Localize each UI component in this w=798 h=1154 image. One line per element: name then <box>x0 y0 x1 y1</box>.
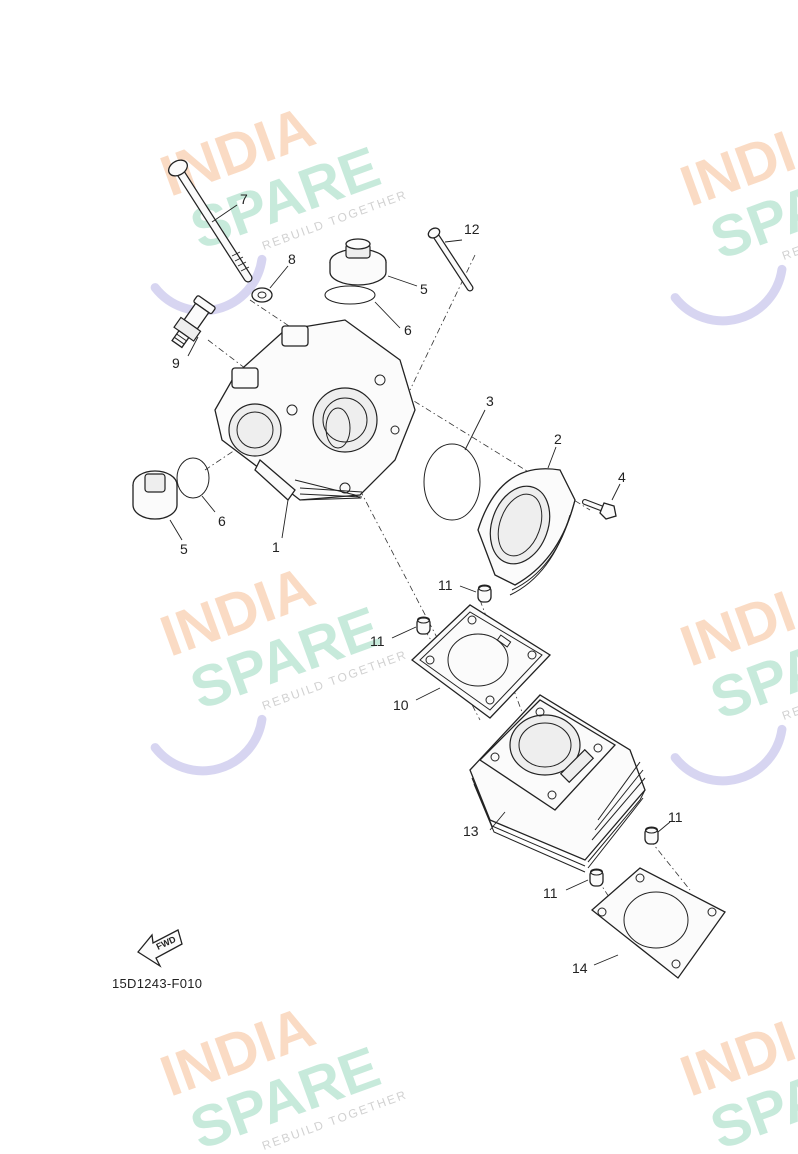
head-gasket-part-10 <box>410 604 552 719</box>
side-cover-part-2 <box>477 468 576 596</box>
o-ring-part-3 <box>423 443 481 521</box>
callout-13: 13 <box>463 823 479 839</box>
bolt-part-4 <box>582 499 617 520</box>
callout-6-top: 6 <box>404 322 412 338</box>
dowel-pin-part-11 <box>477 584 492 603</box>
o-ring-part-6-left <box>176 457 210 499</box>
dowel-pin-part-11 <box>589 868 604 887</box>
callout-11-c: 11 <box>668 809 683 825</box>
callout-1: 1 <box>272 539 280 555</box>
callout-11-d: 11 <box>543 885 558 901</box>
callout-5-top: 5 <box>420 281 428 297</box>
forward-direction-icon: FWD <box>137 929 183 968</box>
watermark-logo: INDIA SPARE REBUILD TOGETHER <box>150 554 409 776</box>
callout-9: 9 <box>172 355 180 371</box>
callout-3: 3 <box>486 393 494 409</box>
callout-6-left: 6 <box>218 513 226 529</box>
base-gasket-part-14 <box>590 867 726 979</box>
cap-part-5-left <box>132 470 178 520</box>
watermark-logo: INDIA SPARE REBUILD TOGETHER <box>670 104 798 326</box>
callout-12: 12 <box>464 221 480 237</box>
dowel-pin-part-11 <box>644 826 659 845</box>
bolt-part-12 <box>427 227 474 292</box>
watermark-logo: INDIA SPARE <box>672 994 798 1154</box>
diagram-code: 15D1243-F010 <box>112 976 203 991</box>
washer-part-8 <box>251 287 273 303</box>
callout-2: 2 <box>554 431 562 447</box>
dowel-pin-part-11 <box>416 616 431 635</box>
callout-11-a: 11 <box>438 577 453 593</box>
callout-10: 10 <box>393 697 409 713</box>
cylinder-head-part-1 <box>214 319 416 501</box>
callout-8: 8 <box>288 251 296 267</box>
callout-11-b: 11 <box>370 633 385 649</box>
callout-4: 4 <box>618 469 626 485</box>
callout-7: 7 <box>240 191 248 207</box>
stud-bolt-part-7 <box>168 159 253 283</box>
watermark-logo: INDIA SPARE REBUILD TOGETHER <box>152 994 409 1154</box>
callout-14: 14 <box>572 960 588 976</box>
watermark-logo: INDIA SPARE REBUILD TOGETHER <box>670 564 798 786</box>
callout-5-left: 5 <box>180 541 188 557</box>
o-ring-part-6-top <box>324 285 376 305</box>
spark-plug-part-9 <box>171 295 216 349</box>
callout-labels: 7 8 5 6 12 9 3 2 4 6 5 1 11 11 10 13 11 … <box>172 191 683 976</box>
leader-lines <box>169 204 671 966</box>
cap-part-5-top <box>329 238 387 286</box>
cylinder-block-part-13 <box>469 694 646 873</box>
